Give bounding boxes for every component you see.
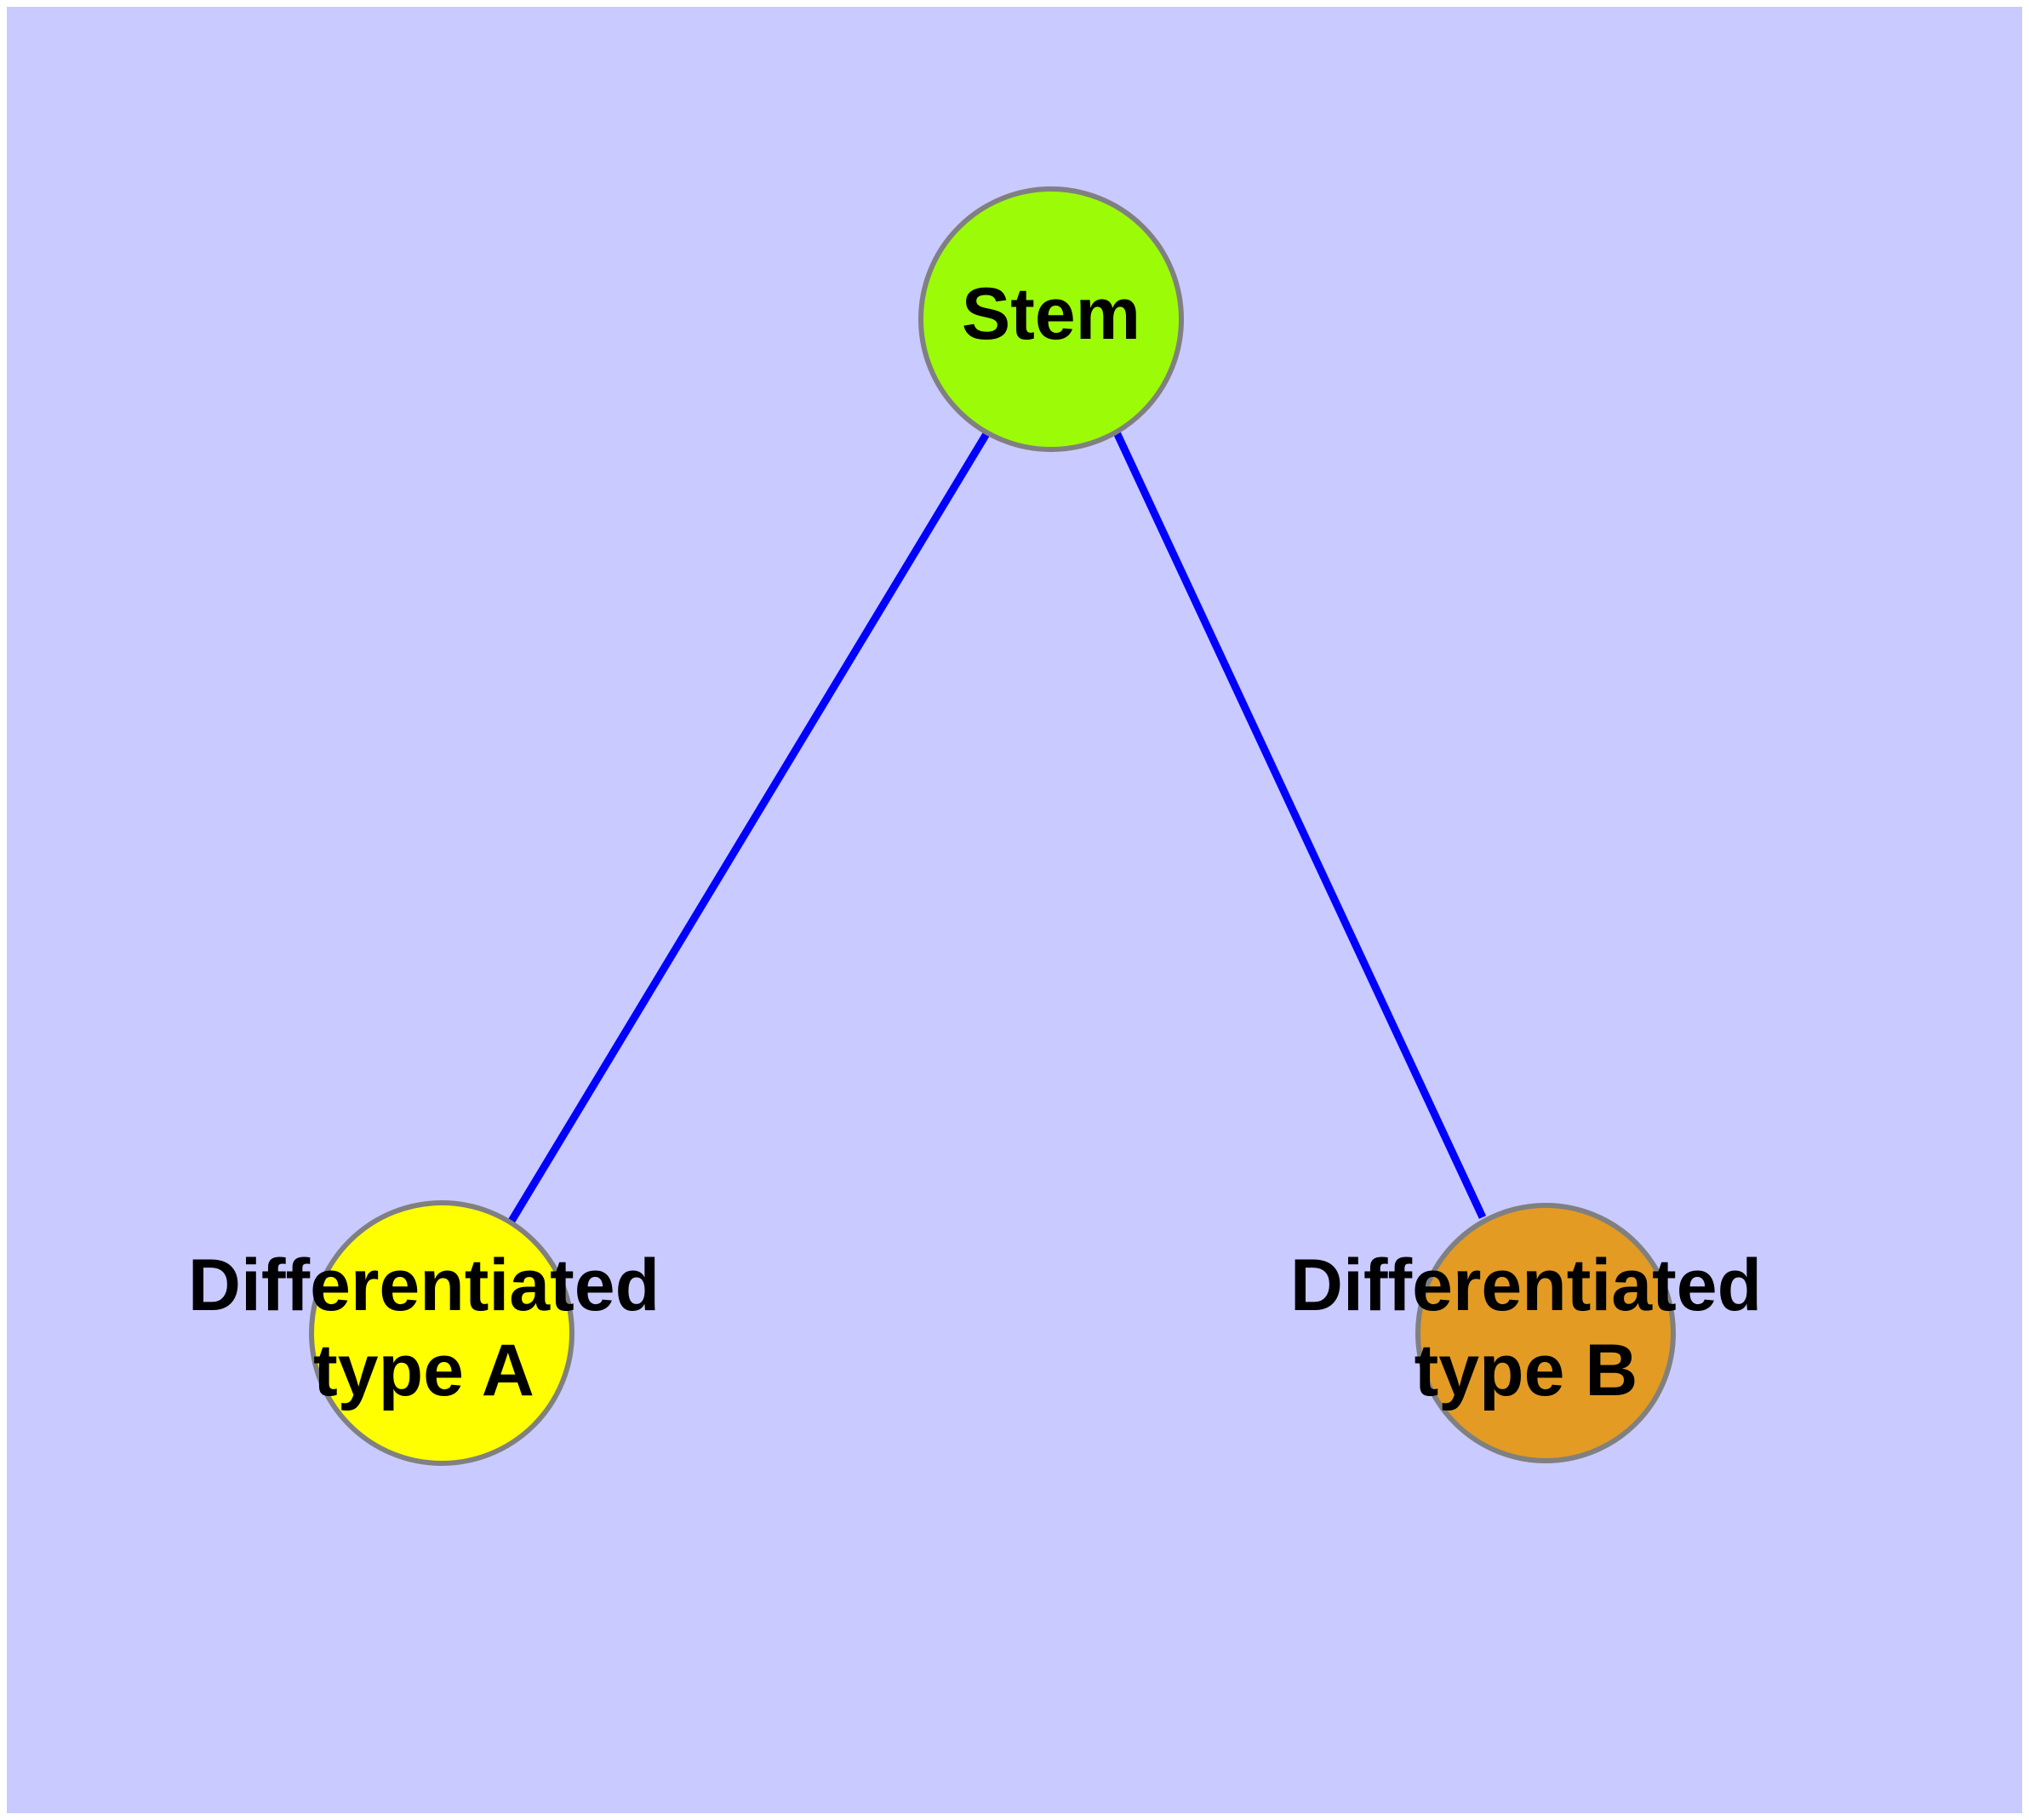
node-differentiated-type-a[interactable]	[309, 1200, 574, 1466]
node-label-line: Differentiated	[1290, 1245, 1762, 1326]
node-stem[interactable]	[918, 186, 1184, 452]
node-label-line: Differentiated	[188, 1245, 660, 1326]
node-layer	[309, 186, 1676, 1466]
edge-stem-to-differentiated-type-a[interactable]	[507, 430, 991, 1225]
edge-layer	[507, 430, 1487, 1225]
node-label-stem: Stem	[962, 273, 1140, 355]
node-label-line: type B	[1415, 1330, 1638, 1411]
node-label-line: type A	[313, 1330, 534, 1411]
node-label-line: Stem	[962, 273, 1140, 355]
edge-stem-to-differentiated-type-b[interactable]	[1112, 431, 1487, 1219]
node-differentiated-type-b[interactable]	[1415, 1203, 1676, 1463]
